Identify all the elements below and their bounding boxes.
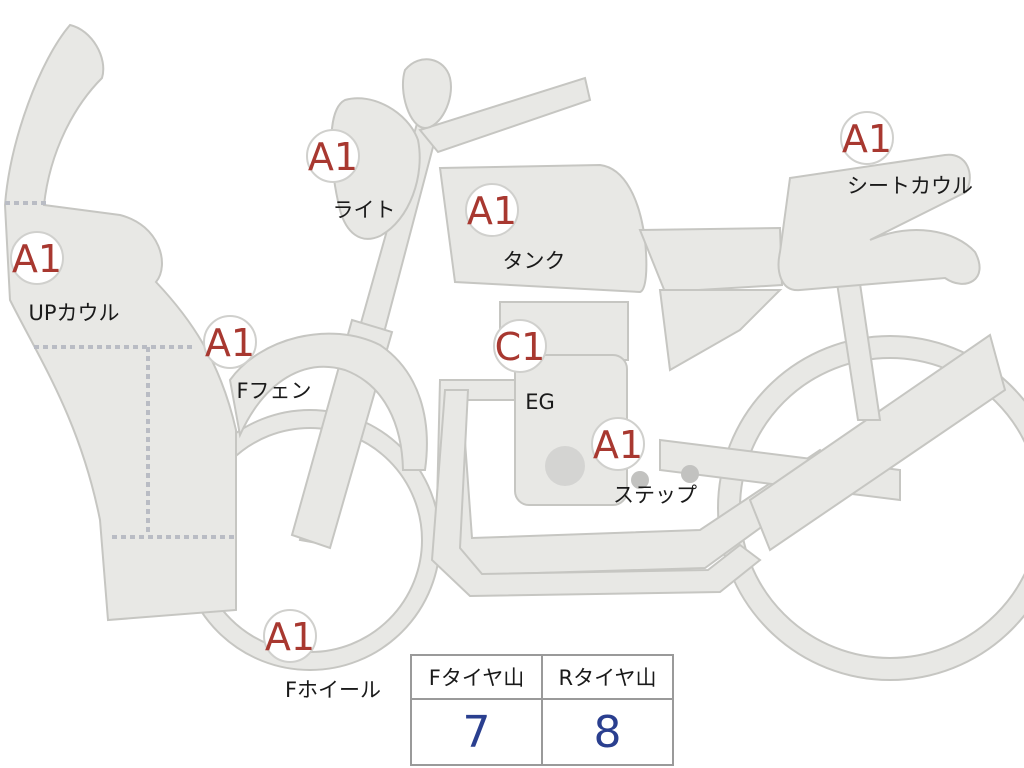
grade-f-wheel: A1: [265, 615, 315, 659]
handlebar: [418, 76, 592, 154]
label-light: ライト: [333, 198, 396, 222]
grade-engine: C1: [495, 325, 546, 369]
badge-tank[interactable]: A1 タンク: [465, 183, 566, 273]
badge-engine[interactable]: C1 EG: [493, 319, 555, 414]
grade-seat-cowl: A1: [842, 117, 892, 161]
label-step: ステップ: [613, 483, 697, 507]
side-cover: [658, 289, 783, 372]
frame-lower: [430, 389, 762, 598]
tire-tread-table: Fタイヤ山 Rタイヤ山 7 8: [410, 654, 674, 766]
label-up-cowl: UPカウル: [28, 301, 119, 325]
label-f-wheel: Fホイール: [285, 678, 381, 702]
front-fender-shape: [228, 332, 428, 471]
badge-f-fender[interactable]: A1 Fフェン: [203, 315, 312, 403]
grade-up-cowl: A1: [12, 237, 62, 281]
front-tire-header: Fタイヤ山: [410, 654, 543, 700]
front-tire-value: 7: [410, 698, 543, 766]
grade-tank: A1: [467, 189, 517, 233]
badge-f-wheel[interactable]: A1 Fホイール: [263, 609, 381, 702]
badge-seat-cowl[interactable]: A1 シートカウル: [840, 111, 973, 198]
seat-cowl-shape: [777, 153, 981, 292]
mirror: [401, 58, 452, 130]
label-engine: EG: [525, 390, 555, 414]
grade-f-fender: A1: [205, 321, 255, 365]
grade-light: A1: [308, 135, 358, 179]
rear-tire-header: Rタイヤ山: [541, 654, 674, 700]
seat-shape: [638, 226, 784, 294]
badge-up-cowl[interactable]: A1 UPカウル: [10, 231, 120, 325]
rear-strut: [748, 333, 1007, 552]
label-seat-cowl: シートカウル: [847, 174, 973, 198]
grade-step: A1: [593, 423, 643, 467]
label-tank: タンク: [503, 249, 566, 273]
rear-tire-value: 8: [541, 698, 674, 766]
badge-step[interactable]: A1 ステップ: [591, 417, 697, 507]
badge-light[interactable]: A1 ライト: [306, 129, 396, 222]
label-f-fender: Fフェン: [236, 379, 311, 403]
